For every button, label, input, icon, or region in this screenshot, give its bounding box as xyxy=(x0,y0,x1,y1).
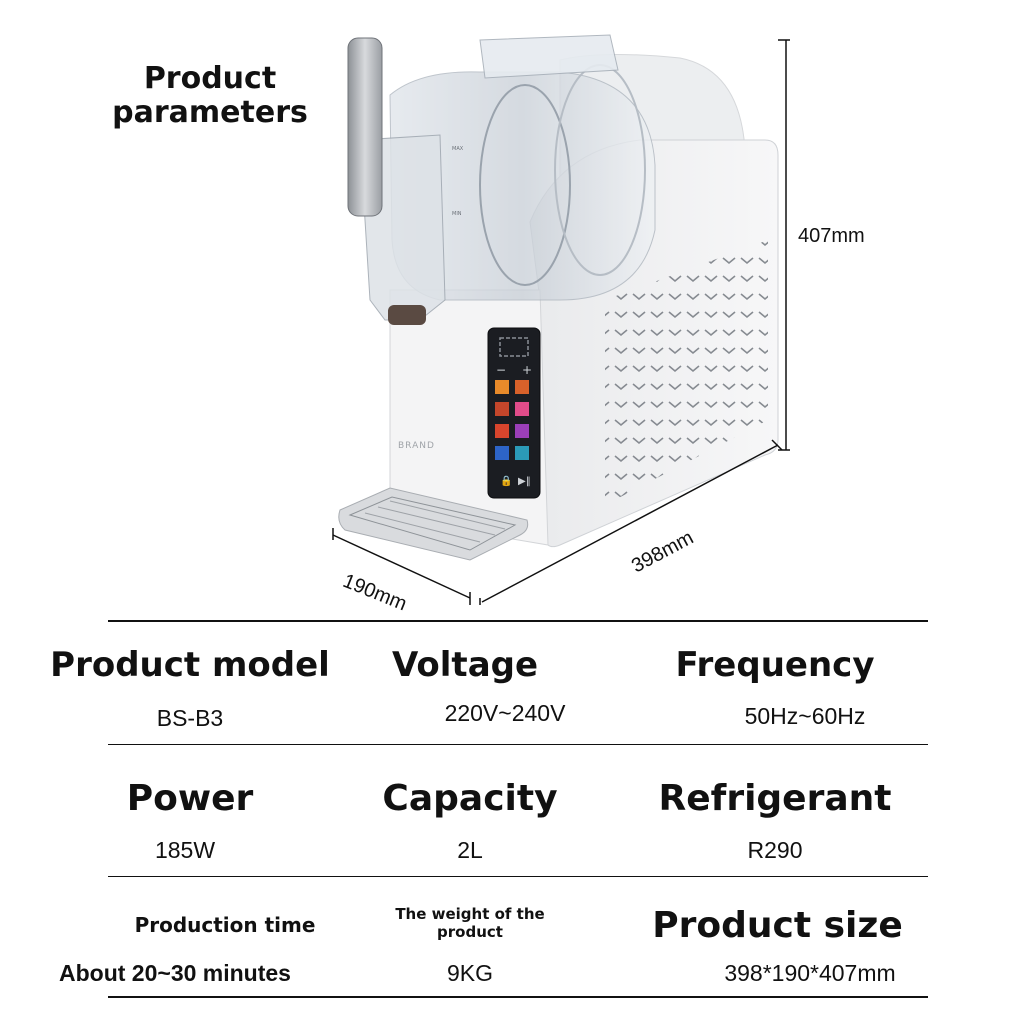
height-dimension: 407mm xyxy=(798,225,865,247)
svg-text:+: + xyxy=(522,363,532,377)
dimension-lines xyxy=(332,39,790,605)
spec-value-product-size: 398*190*407mm xyxy=(724,960,896,986)
spec-value-voltage: 220V~240V xyxy=(444,700,566,726)
spec-value-power: 185W xyxy=(154,837,216,863)
spec-label-model: Product model xyxy=(50,645,330,685)
page-title: Product parameters xyxy=(112,61,308,130)
svg-text:MAX: MAX xyxy=(452,146,464,152)
spec-label-product-size: Product size xyxy=(652,905,903,946)
spec-value-frequency: 50Hz~60Hz xyxy=(744,703,866,729)
spec-label-voltage: Voltage xyxy=(391,645,539,685)
table-rule-2 xyxy=(108,876,928,877)
spec-label-capacity: Capacity xyxy=(382,778,558,819)
product-illustration: BRAND − + 🔒 ▶‖ MAX MIN xyxy=(332,34,790,605)
spec-label-refrigerant: Refrigerant xyxy=(658,778,892,819)
spec-label-frequency: Frequency xyxy=(675,645,875,685)
tank-lid xyxy=(479,34,619,79)
dispense-handle xyxy=(347,37,383,217)
spec-label-weight: The weight of the product xyxy=(395,905,545,941)
table-rule-bottom xyxy=(108,996,928,998)
spec-value-capacity: 2L xyxy=(457,837,483,863)
svg-text:MIN: MIN xyxy=(452,211,462,217)
brand-label: BRAND xyxy=(398,441,435,451)
svg-text:🔒: 🔒 xyxy=(500,475,512,487)
vent-grille xyxy=(605,240,768,505)
spec-value-refrigerant: R290 xyxy=(747,837,803,863)
spec-value-weight: 9KG xyxy=(446,960,494,986)
spec-value-production-time: About 20~30 minutes xyxy=(59,960,291,986)
spec-label-power: Power xyxy=(126,778,254,819)
drip-tray xyxy=(338,487,529,561)
svg-text:−: − xyxy=(496,363,506,377)
mode-buttons xyxy=(495,380,529,460)
spec-label-production-time: Production time xyxy=(134,913,316,937)
table-rule-top xyxy=(108,620,928,622)
spec-value-model: BS-B3 xyxy=(156,705,224,731)
table-rule-1 xyxy=(108,744,928,745)
svg-text:▶‖: ▶‖ xyxy=(518,476,531,487)
